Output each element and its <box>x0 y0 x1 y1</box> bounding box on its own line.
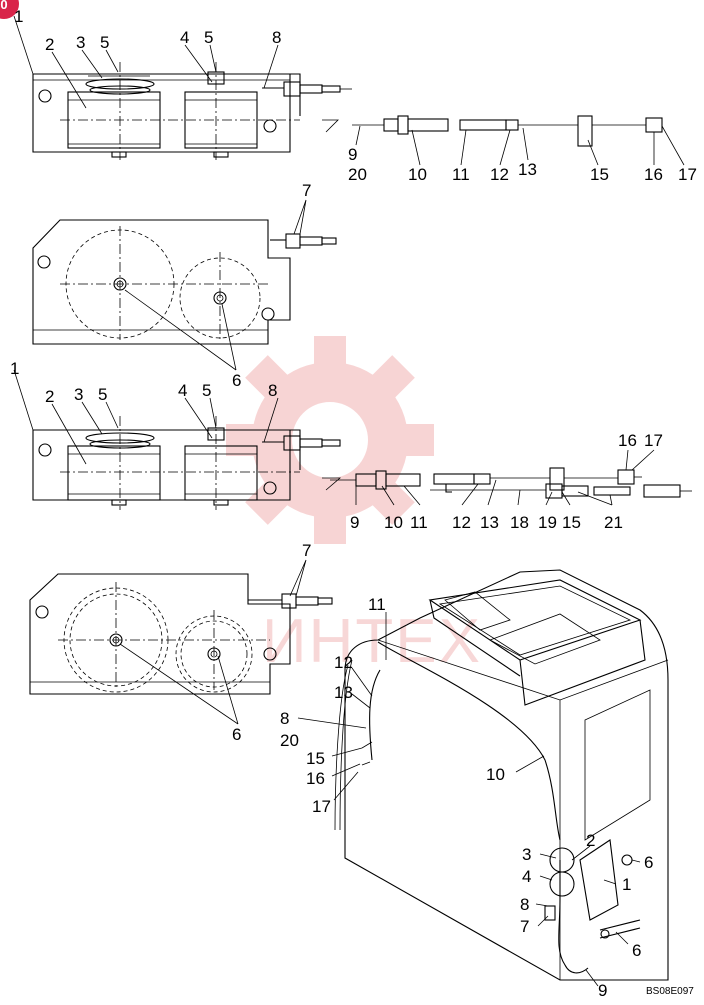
callout: 5 <box>100 33 109 52</box>
callout: 12 <box>490 165 509 184</box>
callout: 20 <box>348 165 367 184</box>
callout: 21 <box>604 513 623 532</box>
callout: 8 <box>268 381 277 400</box>
callout: 18 <box>510 513 529 532</box>
callout: 5 <box>204 28 213 47</box>
callout: 4 <box>180 28 189 47</box>
callout: 3 <box>76 33 85 52</box>
callout: 8 <box>272 28 281 47</box>
callouts-panel-3-cable: 16 17 9 10 11 12 13 18 19 15 21 <box>350 431 663 532</box>
watermark-text: ИНТЕХ <box>262 607 482 676</box>
callout: 1 <box>622 875 631 894</box>
panel-2-roller-plan-view <box>32 219 337 345</box>
callout: 11 <box>452 165 470 184</box>
callout: 10 <box>408 165 427 184</box>
callout: 10 <box>384 513 403 532</box>
callouts-panel-1: 1 2 3 5 4 5 8 <box>14 7 281 54</box>
callout: 13 <box>334 683 353 702</box>
callout: 7 <box>302 541 311 560</box>
callout: 15 <box>590 165 609 184</box>
callout: 7 <box>302 181 311 200</box>
callout: 6 <box>232 725 241 744</box>
callout: 2 <box>45 387 54 406</box>
callout: 13 <box>480 513 499 532</box>
callouts-panel-2: 7 6 <box>232 181 311 390</box>
callout: 12 <box>334 653 353 672</box>
callout: 12 <box>452 513 471 532</box>
callout: 8 <box>520 895 529 914</box>
callout: 16 <box>306 769 325 788</box>
callout: 16 <box>644 165 663 184</box>
callout: 2 <box>45 35 54 54</box>
callout: 15 <box>306 749 325 768</box>
corner-badge: 0 <box>0 0 19 19</box>
callout: 5 <box>98 385 107 404</box>
callout: 19 <box>538 513 557 532</box>
callouts-panel-4: 7 6 <box>232 541 311 744</box>
callout: 6 <box>644 853 653 872</box>
callout: 1 <box>14 7 23 26</box>
leader-lines <box>13 15 685 987</box>
panel-3-roller-side-view <box>32 416 341 510</box>
callouts-cab: 11 12 13 8 20 15 16 17 10 3 2 6 4 1 8 7 … <box>280 595 653 1000</box>
drawing-reference: BS08E097 <box>646 986 694 997</box>
panel-4-roller-plan-view <box>29 573 333 695</box>
callout: 4 <box>522 867 531 886</box>
callouts-panel-3: 1 2 3 5 4 5 8 <box>10 359 277 406</box>
callout: 17 <box>644 431 663 450</box>
callout: 3 <box>74 385 83 404</box>
callout: 15 <box>562 513 581 532</box>
callout: 8 <box>280 709 289 728</box>
callout: 2 <box>586 831 595 850</box>
callout: 17 <box>678 165 697 184</box>
callouts-panel-1-cable: 9 20 10 11 12 13 15 16 17 <box>348 145 697 184</box>
callout: 7 <box>520 917 529 936</box>
callout: 6 <box>232 371 241 390</box>
gear-logo-icon <box>226 336 434 544</box>
callout: 11 <box>368 595 386 614</box>
callout: 17 <box>312 797 331 816</box>
callout: 3 <box>522 845 531 864</box>
panel-1-cable-parts <box>322 115 663 147</box>
callout: 9 <box>348 145 357 164</box>
callout: 5 <box>202 381 211 400</box>
cab-perspective-view <box>334 569 669 981</box>
callout: 20 <box>280 731 299 750</box>
callout: 10 <box>486 765 505 784</box>
callout: 1 <box>10 359 19 378</box>
callout: 4 <box>178 381 187 400</box>
callout: 13 <box>518 160 537 179</box>
callout: 16 <box>618 431 637 450</box>
panel-1-roller-side-view <box>32 62 352 160</box>
callout: 6 <box>632 941 641 960</box>
callout: 9 <box>350 513 359 532</box>
callout: 11 <box>410 513 428 532</box>
callout: 9 <box>598 981 607 1000</box>
watermark: ИНТЕХ <box>226 336 482 676</box>
panel-3-cable-parts <box>322 467 692 499</box>
svg-text:0: 0 <box>0 0 7 12</box>
